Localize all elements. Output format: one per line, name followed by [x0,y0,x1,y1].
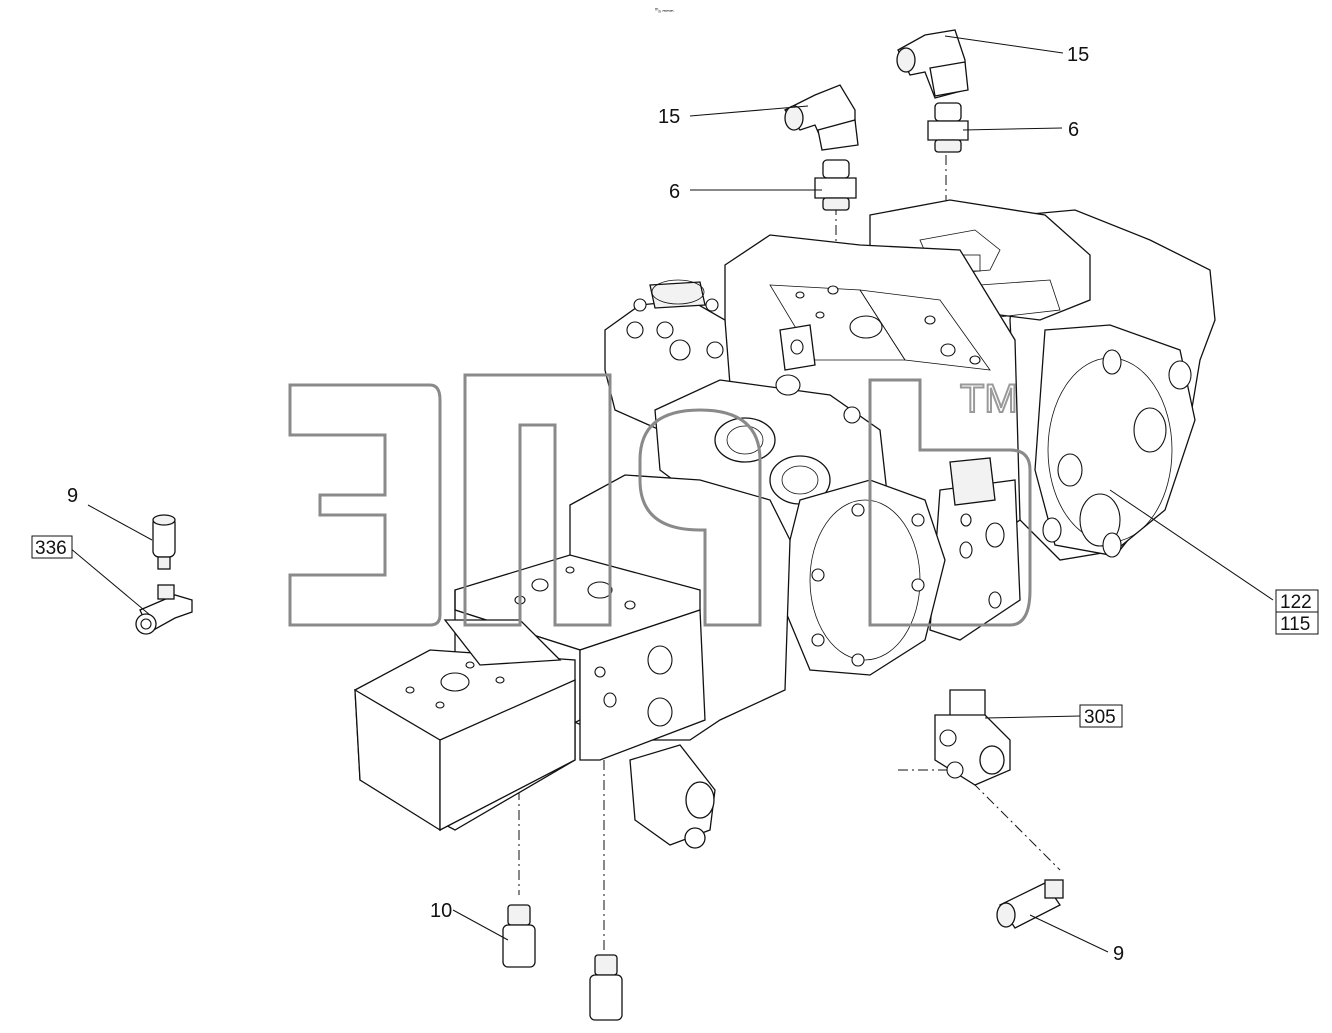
leader-336 [69,547,151,616]
callout-box-336 [31,535,73,559]
elbow-fitting-15-right [896,29,969,99]
cap-plug-9-right [996,879,1064,929]
leader-15-left [689,105,809,117]
leader-9-left [87,504,153,541]
adapter-fitting-6-left [814,159,857,211]
callout-6-left: 6 [669,181,680,203]
callout-15-right: 15 [1067,44,1089,66]
cap-plug-9-left [152,514,176,570]
callout-305: 305 [1084,707,1116,728]
callout-122: 122 [1280,592,1312,613]
header-mark: ᵐₐ ₘₘₘ [655,8,674,14]
leader-10 [452,909,509,941]
pump-assembly [354,199,1216,849]
adapter-fitting-6-right [927,102,969,153]
callout-6-right: 6 [1068,119,1079,141]
leader-122 [1109,489,1274,601]
callout-9-left: 9 [67,485,78,507]
callout-10: 10 [430,900,452,922]
leader-305 [984,715,1081,719]
callout-9-right: 9 [1113,943,1124,965]
callout-box-115 [1275,611,1319,635]
plug-bottom-center [589,954,623,1021]
valve-block-305 [934,689,1011,786]
trademark-symbol: TM [960,377,1018,421]
callout-box-305 [1079,704,1123,728]
watermark-logo: TM [288,373,1032,627]
callout-15-left: 15 [658,106,680,128]
elbow-fitting-15-left [784,84,859,151]
callout-115: 115 [1280,614,1310,635]
leader-15-right [944,35,1064,54]
leader-9-right [1029,914,1109,953]
axis-line-bottom-right [898,769,1061,871]
callout-336: 336 [35,538,67,559]
plug-10 [502,904,536,968]
tee-fitting-336 [135,584,193,635]
leader-6-right [962,127,1063,131]
